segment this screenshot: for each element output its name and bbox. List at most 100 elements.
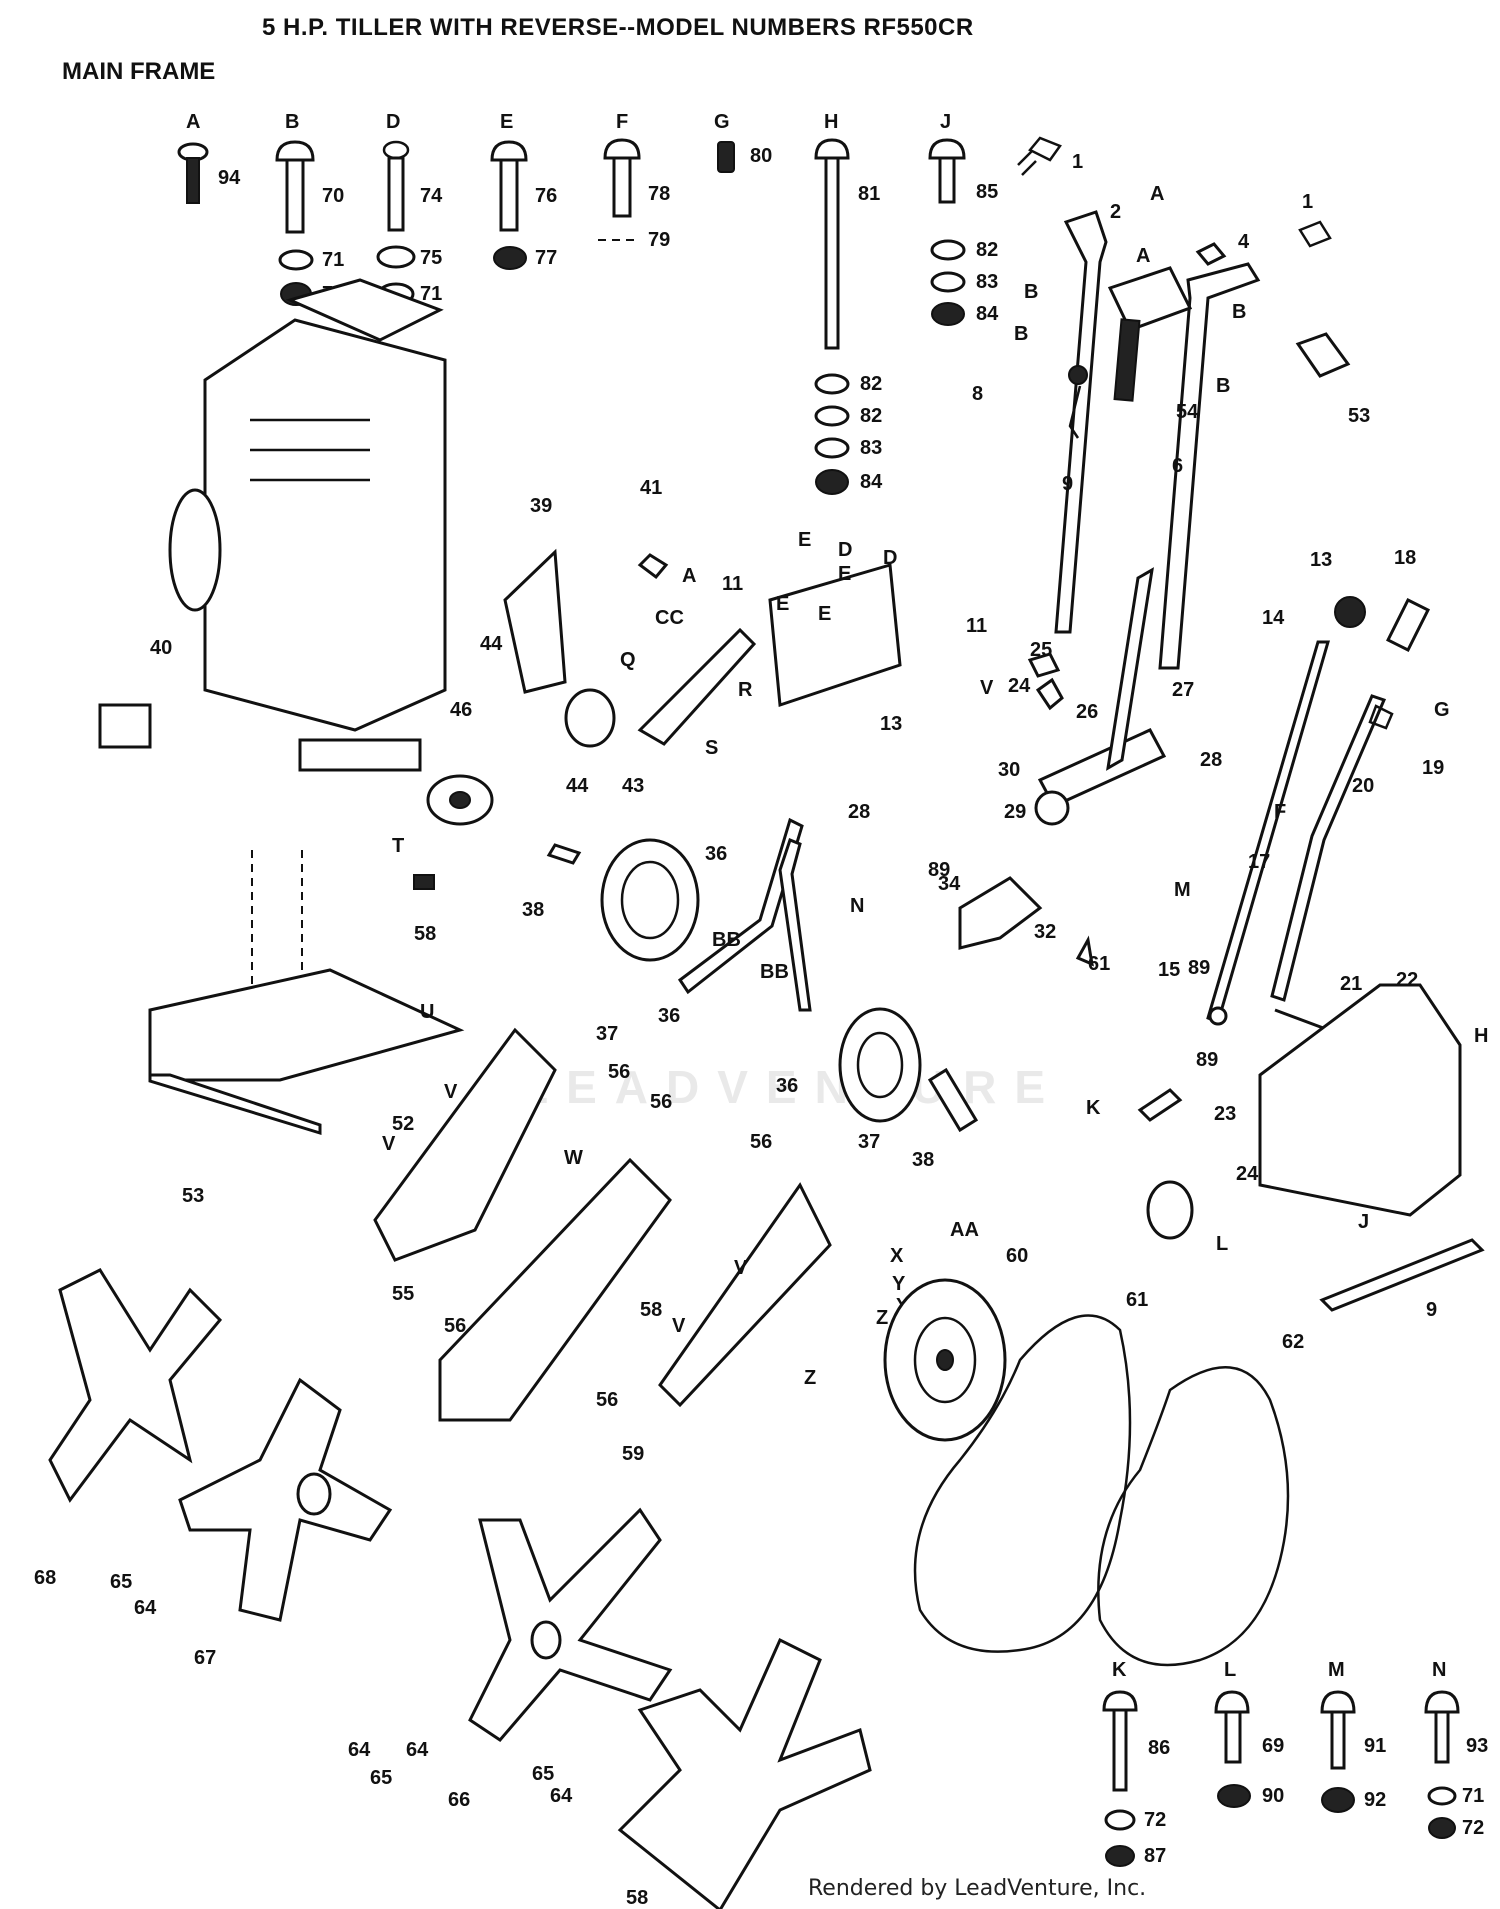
callout: 2 <box>1110 201 1121 223</box>
callout: 13 <box>1310 549 1332 571</box>
callout: 24 <box>1236 1163 1259 1185</box>
callout: 28 <box>848 801 870 823</box>
callout: 28 <box>1200 749 1222 771</box>
ref-letter: J <box>1358 1211 1369 1233</box>
col-letter: D <box>386 111 400 133</box>
ref-letter: W <box>564 1147 583 1169</box>
ref-letter: Z <box>876 1307 888 1329</box>
part-number: 70 <box>322 185 344 207</box>
ref-letter: B <box>1014 323 1028 345</box>
ref-letter: R <box>738 679 753 701</box>
engine: 40 44 T <box>98 278 503 1035</box>
callout: 64 <box>406 1739 429 1761</box>
part-number: 81 <box>858 183 880 205</box>
callout: 9 <box>1062 473 1073 495</box>
ref-letter: F <box>1274 801 1286 823</box>
part-number: 69 <box>1262 1735 1284 1757</box>
ref-letter: BB <box>760 961 789 983</box>
ref-letter: M <box>1174 879 1191 901</box>
render-credit: Rendered by LeadVenture, Inc. <box>808 1876 1147 1901</box>
part-number: 71 <box>1462 1785 1484 1807</box>
callout: 14 <box>1262 607 1285 629</box>
ref-letter: N <box>850 895 864 917</box>
callout: 89 <box>928 859 950 881</box>
plate-12: 13 11 11 D D E E E E <box>722 529 987 735</box>
callout: 58 <box>640 1299 662 1321</box>
part-number: 90 <box>1262 1785 1284 1807</box>
callout: 64 <box>550 1785 573 1807</box>
col-letter: F <box>616 111 628 133</box>
part-number: 72 <box>1462 1817 1484 1839</box>
ref-letter: Y <box>892 1273 906 1295</box>
callout: 89 <box>1196 1049 1218 1071</box>
belt-cover: 21 22 H J <box>1258 969 1488 1233</box>
callout: 64 <box>348 1739 371 1761</box>
ref-letter: S <box>705 737 718 759</box>
callout: 43 <box>622 775 644 797</box>
ref-letter: BB <box>712 929 741 951</box>
col-letter: A <box>186 111 200 133</box>
callout: 40 <box>150 637 172 659</box>
callout: 29 <box>1004 801 1026 823</box>
callout: 67 <box>194 1647 216 1669</box>
callout: 13 <box>880 713 902 735</box>
part-number: 92 <box>1364 1789 1386 1811</box>
part-number: 76 <box>535 185 557 207</box>
callout: 1 <box>1302 191 1313 213</box>
callout: 65 <box>110 1571 132 1593</box>
col-letter: M <box>1328 1659 1345 1681</box>
bar-9: 9 <box>1319 1238 1485 1321</box>
control-lever: 13 14 18 20 19 G 17 15 89 89 F <box>1158 547 1450 1071</box>
ref-letter: V <box>382 1133 396 1155</box>
ref-letter: E <box>776 593 789 615</box>
part-number: 82 <box>860 373 882 395</box>
callout: 24 <box>1008 675 1031 697</box>
callout: 9 <box>1426 1299 1437 1321</box>
callout: 18 <box>1394 547 1416 569</box>
ref-letter: V <box>734 1257 748 1279</box>
section-title: MAIN FRAME <box>62 58 216 85</box>
belts: 61 62 <box>913 1289 1304 1667</box>
ref-letter: T <box>392 835 404 857</box>
engine-pulley: 46 58 <box>413 699 494 945</box>
tine-63: 58 65 64 <box>532 1637 872 1909</box>
part-number: 82 <box>860 405 882 427</box>
hardware-col-N: N 93 71 72 <box>1424 1659 1488 1839</box>
callout: 46 <box>450 699 472 721</box>
col-letter: J <box>940 111 951 133</box>
ref-letter: B <box>1216 375 1230 397</box>
part-number: 87 <box>1144 1845 1166 1867</box>
callout: 37 <box>858 1131 880 1153</box>
callout: 61 <box>1126 1289 1148 1311</box>
callout: 61 <box>1088 953 1110 975</box>
callout: 20 <box>1352 775 1374 797</box>
part-number: 71 <box>322 249 344 271</box>
ref-letter: D <box>838 539 852 561</box>
ref-letter: CC <box>655 607 684 629</box>
tine-66: 66 64 65 64 <box>348 1507 673 1811</box>
part-number: 83 <box>860 437 882 459</box>
callout: 38 <box>912 1149 934 1171</box>
hardware-col-B: B 70 71 72 <box>275 111 344 306</box>
hardware-col-E: E 76 77 <box>490 111 557 270</box>
callout: 6 <box>1172 455 1183 477</box>
idler-assembly: 23 24 K L <box>1086 1088 1259 1255</box>
part-number: 94 <box>218 167 241 189</box>
callout: 19 <box>1422 757 1444 779</box>
ref-letter: V <box>980 677 994 699</box>
handle-assembly: 1 1 2 4 53 8 6 9 54 A A B B B B <box>972 136 1370 670</box>
callout: 36 <box>705 843 727 865</box>
ref-letter: B <box>1024 281 1038 303</box>
callout: 89 <box>1188 957 1210 979</box>
hardware-col-M: M 91 92 <box>1320 1659 1386 1813</box>
callout: 39 <box>530 495 552 517</box>
callout: 27 <box>1172 679 1194 701</box>
part-number: 79 <box>648 229 670 251</box>
ref-letter: K <box>1086 1097 1101 1119</box>
part-number: 80 <box>750 145 772 167</box>
callout: 52 <box>392 1113 414 1135</box>
callout: 65 <box>532 1763 554 1785</box>
hardware-col-K: K 86 72 87 <box>1102 1659 1170 1867</box>
part-number: 82 <box>976 239 998 261</box>
callout: 36 <box>658 1005 680 1027</box>
